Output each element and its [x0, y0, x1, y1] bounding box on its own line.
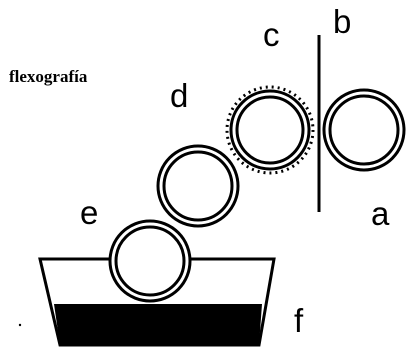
label-c: c — [263, 16, 280, 53]
fountain-roller — [108, 219, 192, 303]
diagram-title: flexografía — [9, 67, 88, 86]
label-e: e — [80, 194, 99, 231]
label-a: a — [371, 195, 390, 232]
impression-cylinder — [322, 88, 406, 172]
ink-fill — [54, 304, 262, 345]
stray-mark — [18, 323, 22, 327]
tray-outline — [38, 257, 276, 347]
label-f: f — [294, 302, 304, 339]
transfer-roller — [156, 144, 240, 228]
plate-cylinder — [225, 85, 315, 175]
label-b: b — [333, 3, 352, 40]
label-d: d — [170, 77, 189, 114]
ink-tray — [38, 257, 276, 347]
